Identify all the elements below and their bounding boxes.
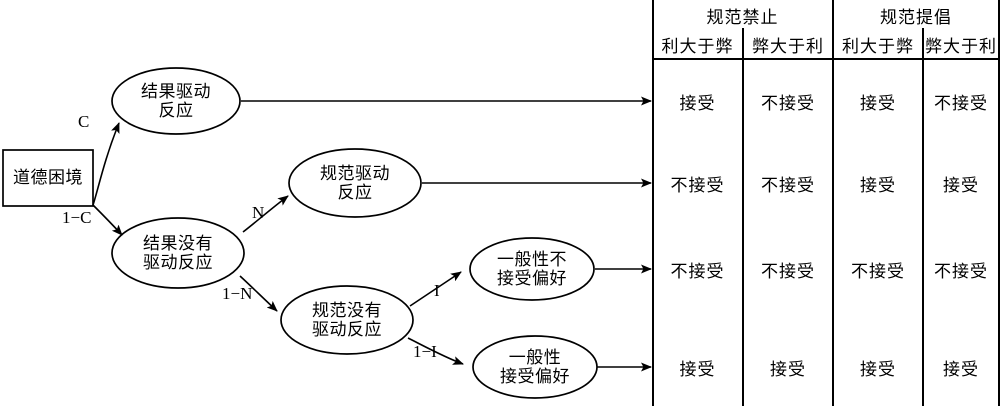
table-row: 接受 [860, 93, 896, 113]
node-shape-n6 [472, 335, 598, 399]
table-row: 不接受 [761, 93, 815, 113]
edge-root-n1 [92, 122, 120, 206]
table-row: 接受 [943, 359, 979, 379]
table-divider-col1 [742, 28, 744, 406]
table-row: 不接受 [851, 261, 905, 281]
edge-label-one-minus-c: 1−C [62, 208, 92, 227]
edge-label-one-minus-n: 1−N [222, 284, 253, 303]
table-row: 不接受 [761, 261, 815, 281]
table-column-header-2: 利大于弊 [842, 36, 914, 56]
edge-label-n: N [252, 203, 265, 222]
table-column-header-3: 弊大于利 [925, 36, 997, 56]
edge-label-one-minus-i: 1−I [413, 342, 437, 361]
table-divider-col3 [922, 28, 924, 406]
table-row: 不接受 [761, 175, 815, 195]
table-divider-group [832, 0, 834, 406]
table-row: 接受 [679, 359, 716, 379]
table-row: 不接受 [670, 175, 725, 195]
table-row: 接受 [860, 359, 896, 379]
node-shape-n3 [288, 148, 422, 218]
table-column-header-0: 利大于弊 [661, 36, 734, 56]
node-shape-n4 [280, 285, 414, 355]
edge-n2-n3 [242, 195, 289, 233]
table-row: 接受 [943, 175, 979, 195]
table-row: 不接受 [670, 261, 725, 281]
table-row: 不接受 [934, 261, 988, 281]
table-row: 接受 [860, 175, 896, 195]
table-row: 接受 [770, 359, 806, 379]
table-group-header-0: 规范禁止 [706, 7, 779, 27]
edge-root-n2 [92, 204, 123, 236]
edge-label-i: I [434, 281, 440, 300]
table-border-left [652, 0, 654, 406]
tree-svg [2, 67, 652, 399]
node-shape-n5 [469, 237, 595, 301]
outcome-table: 规范禁止 规范提倡 利大于弊 弊大于利 利大于弊 弊大于利 接受 不接受 接受 … [652, 0, 1000, 406]
table-column-header-1: 弊大于利 [752, 36, 824, 56]
node-shape-n1 [111, 67, 241, 135]
table-header-rule [652, 58, 999, 60]
table-border-right [998, 0, 1000, 406]
edge-n4-n5 [409, 271, 462, 307]
edge-label-c: C [78, 112, 90, 131]
table-row: 不接受 [934, 93, 988, 113]
table-group-header-1: 规范提倡 [880, 7, 952, 27]
table-row: 接受 [679, 93, 716, 113]
edge-n4-n6 [407, 337, 464, 365]
root-node-shape [2, 149, 94, 207]
edge-n2-n4 [239, 275, 278, 312]
node-shape-n2 [111, 217, 245, 289]
decision-tree: 道德困境 结果驱动 反应 结果没有 驱动反应 规范驱动 反应 规范没有 驱动反应… [2, 67, 652, 399]
